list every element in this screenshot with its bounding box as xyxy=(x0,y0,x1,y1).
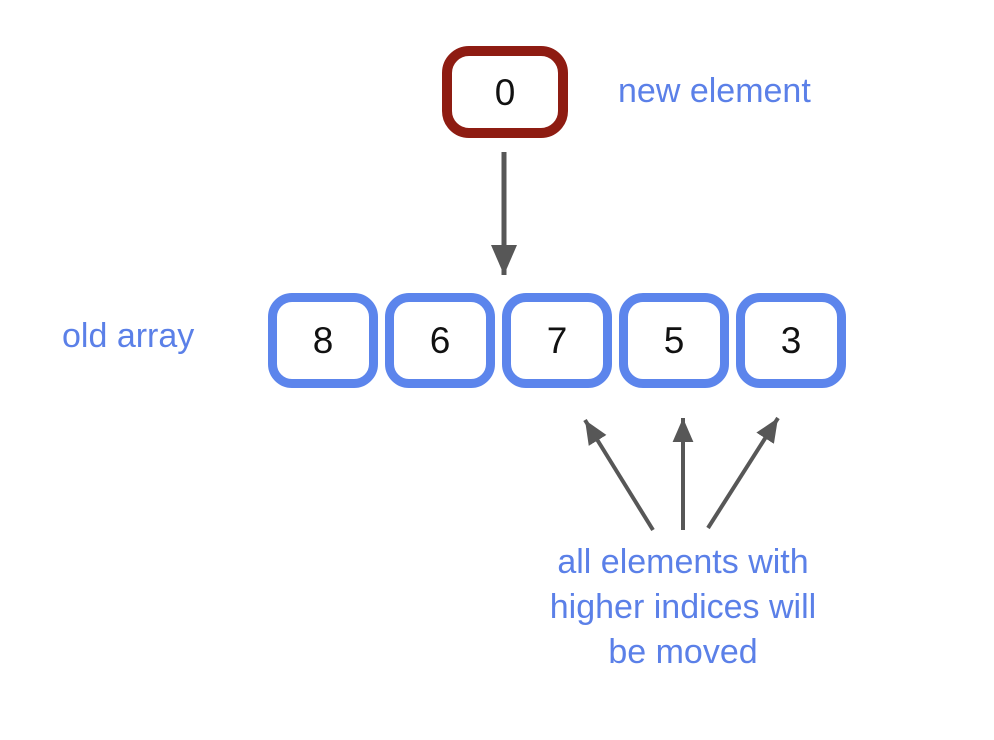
shift-up-arrow-right xyxy=(706,416,780,530)
array-row: 8 6 7 5 3 xyxy=(268,293,846,388)
array-cell-1: 6 xyxy=(385,293,495,388)
new-element-box: 0 xyxy=(442,46,568,138)
new-element-value: 0 xyxy=(494,71,516,113)
array-cell-value: 6 xyxy=(429,320,451,361)
array-cell-value: 7 xyxy=(546,320,568,361)
old-array-label: old array xyxy=(62,317,195,355)
array-cell-value: 3 xyxy=(780,320,802,361)
array-cell-value: 8 xyxy=(312,320,334,361)
array-cell-0: 8 xyxy=(268,293,378,388)
array-cell-value: 5 xyxy=(663,320,685,361)
new-element-label: new element xyxy=(618,72,811,110)
array-cell-2: 7 xyxy=(502,293,612,388)
caption-line-3: be moved xyxy=(608,633,758,671)
caption-line-2: higher indices will xyxy=(549,588,817,626)
array-cell-3: 5 xyxy=(619,293,729,388)
caption: all elements with higher indices will be… xyxy=(518,540,848,675)
shift-up-arrow-left xyxy=(583,418,655,532)
array-cell-4: 3 xyxy=(736,293,846,388)
caption-line-1: all elements with xyxy=(557,543,809,581)
